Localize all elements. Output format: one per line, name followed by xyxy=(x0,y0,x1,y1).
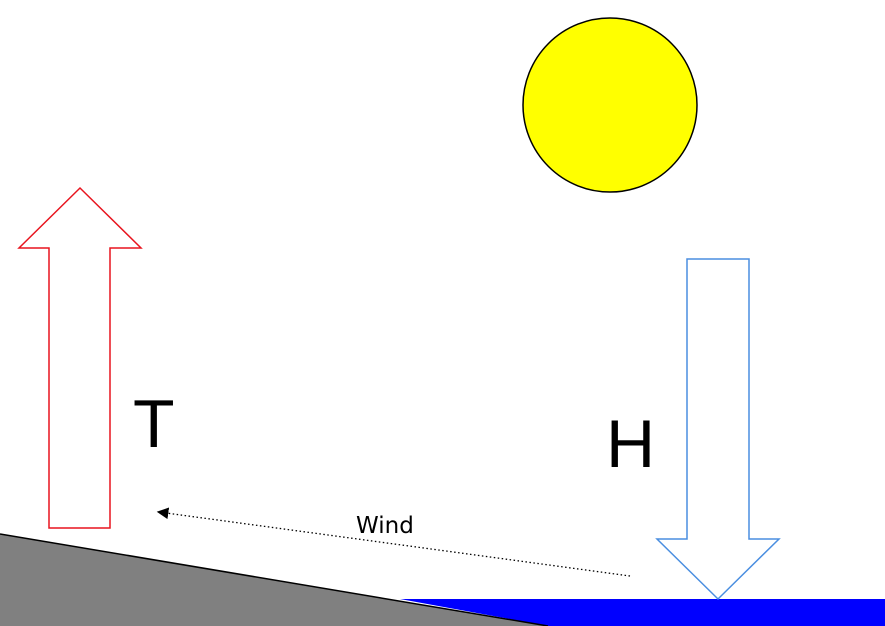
up-arrow-icon xyxy=(17,186,143,529)
down-arrow-icon xyxy=(655,258,781,601)
ground-edge xyxy=(0,533,549,626)
water-surface xyxy=(400,599,885,626)
label-h: H xyxy=(606,406,655,482)
label-wind: Wind xyxy=(356,513,414,539)
sun-icon xyxy=(522,17,698,193)
label-t: T xyxy=(133,386,175,462)
